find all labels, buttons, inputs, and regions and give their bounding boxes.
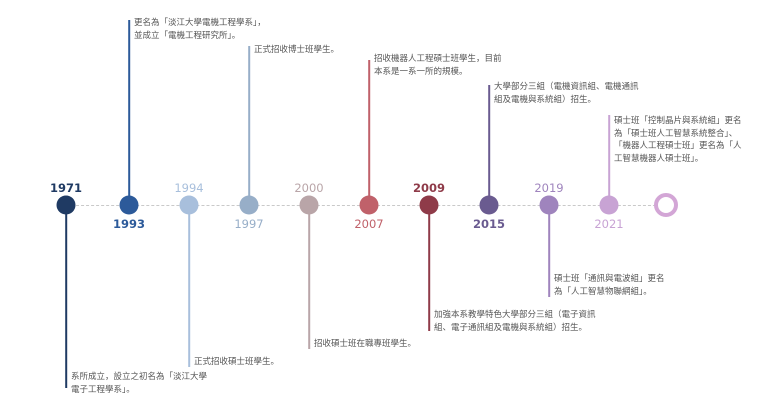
- milestone-dot-2007: [359, 195, 379, 215]
- year-label-2019: 2019: [534, 181, 564, 195]
- milestone-dot-2019: [539, 195, 559, 215]
- timeline-end-ring: [654, 193, 678, 217]
- stem-1971: [65, 205, 67, 388]
- note-1971: 系所成立，設立之初名為「淡江大學 電子工程學系」。: [71, 372, 208, 395]
- year-label-2000: 2000: [294, 181, 324, 195]
- year-label-2009: 2009: [412, 181, 446, 195]
- year-label-2007: 2007: [354, 217, 384, 231]
- stem-2021: [608, 115, 610, 205]
- milestone-dot-1994: [179, 195, 199, 215]
- year-label-2015: 2015: [472, 217, 506, 231]
- note-1993: 更名為「淡江大學電機工程學系」， 並成立「電機工程研究所」。: [134, 18, 266, 41]
- note-1997: 正式招收博士班學生。: [254, 45, 340, 55]
- note-2009: 加強本系教學特色大學部分三組（電子資訊 組、電子通訊組及電機與系統組）招生。: [434, 310, 596, 333]
- stem-2009: [428, 205, 430, 331]
- stem-2015: [488, 85, 490, 205]
- stem-1994: [188, 205, 190, 367]
- year-label-2021: 2021: [594, 217, 624, 231]
- milestone-dot-2009: [419, 195, 439, 215]
- note-2019: 碩士班「通訊與電波組」更名 為「人工智慧物聯網組」。: [554, 274, 665, 297]
- year-label-1971: 1971: [49, 181, 83, 195]
- milestone-dot-2021: [599, 195, 619, 215]
- note-1994: 正式招收碩士班學生。: [194, 357, 280, 367]
- milestone-dot-2000: [299, 195, 319, 215]
- stem-1997: [248, 46, 250, 205]
- year-label-1997: 1997: [234, 217, 264, 231]
- note-2000: 招收碩士班在職專班學生。: [314, 339, 417, 349]
- stem-2007: [368, 60, 370, 205]
- stem-1993: [128, 20, 130, 205]
- year-label-1993: 1993: [112, 217, 146, 231]
- stem-2019: [548, 205, 550, 297]
- milestone-dot-1997: [239, 195, 259, 215]
- year-label-1994: 1994: [174, 181, 204, 195]
- note-2015: 大學部分三組（電機資訊組、電機通訊 組及電機與系統組）招生。: [494, 82, 639, 105]
- note-2021: 碩士班「控制晶片與系統組」更名 為「碩士班人工智慧系統整合」、 「機器人工程碩士…: [614, 116, 742, 164]
- stem-2000: [308, 205, 310, 349]
- note-2007: 招收機器人工程碩士班學生，目前 本系是一系一所的規模。: [374, 54, 502, 77]
- milestone-dot-2015: [479, 195, 499, 215]
- milestone-dot-1993: [119, 195, 139, 215]
- milestone-dot-1971: [56, 195, 76, 215]
